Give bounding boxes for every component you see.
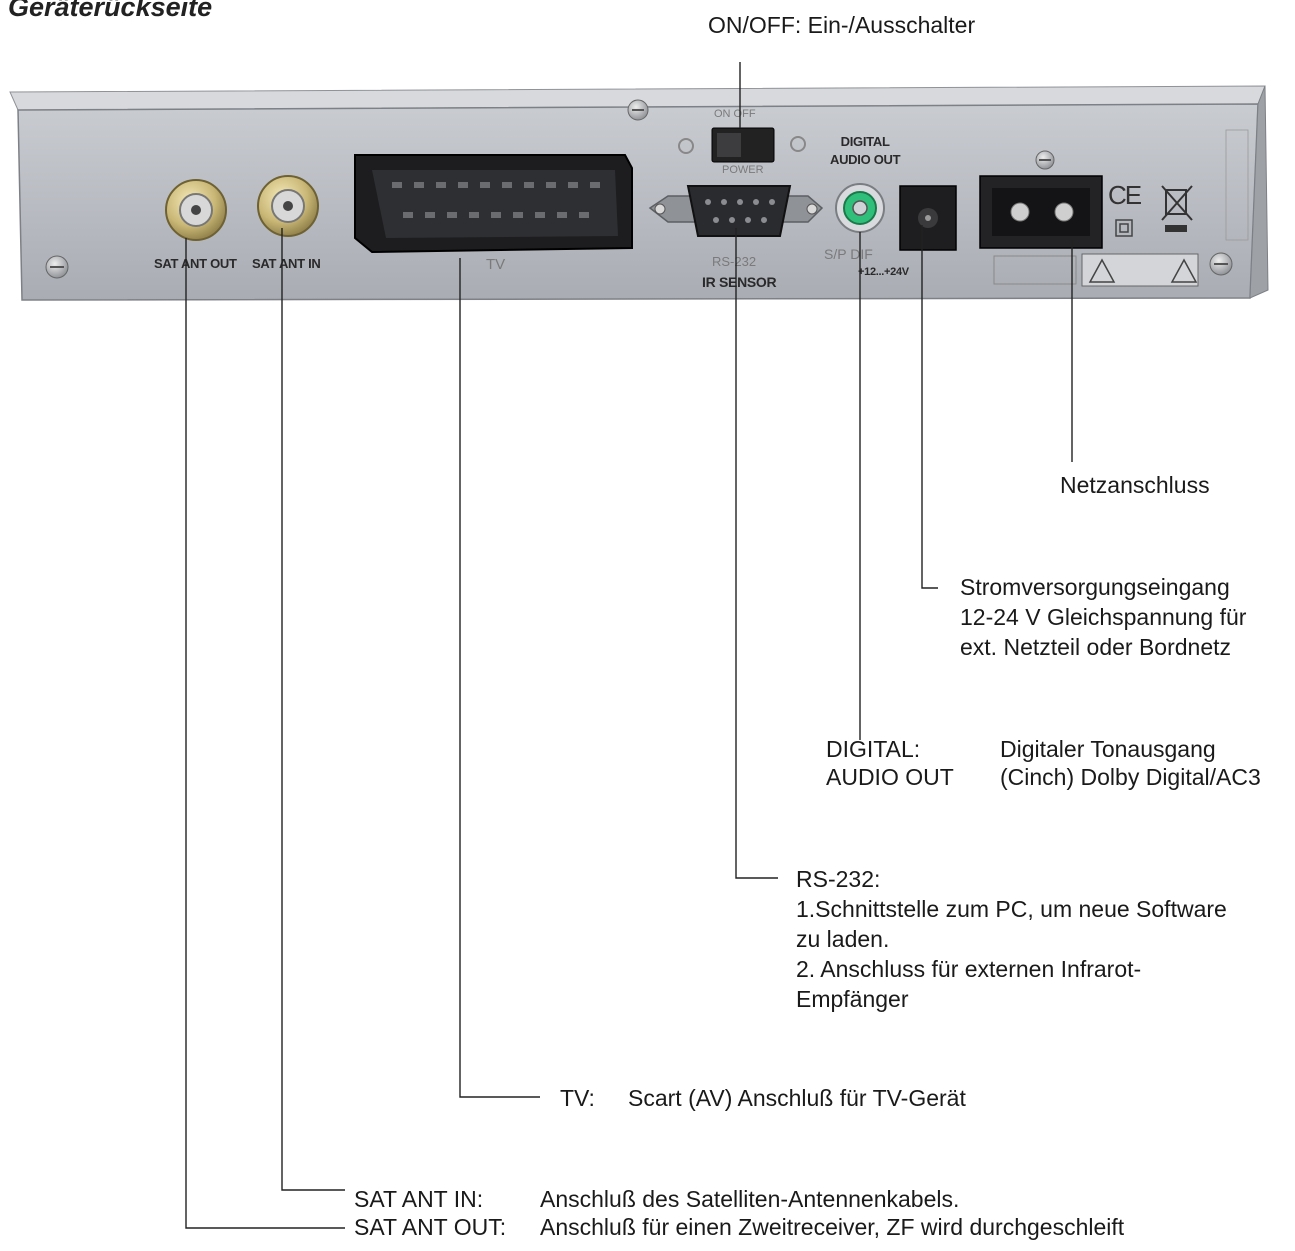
screw-icon — [45, 255, 69, 279]
screw-icon — [1035, 150, 1055, 170]
callout-strom-2: 12-24 V Gleichspannung für — [960, 604, 1247, 630]
screw-icon — [627, 99, 649, 121]
screw-icon — [1209, 252, 1233, 276]
panel-label-ir-sensor: IR SENSOR — [702, 274, 777, 290]
leader-sat-out — [185, 238, 345, 1229]
callout-tv-desc: Scart (AV) Anschluß für TV-Gerät — [628, 1085, 966, 1111]
device-back-panel — [9, 85, 1269, 301]
dc-input-connector-icon — [899, 185, 957, 251]
warning-icon — [1088, 258, 1116, 283]
callout-tv-term: TV: — [560, 1085, 595, 1111]
weee-bin-icon — [1161, 185, 1193, 232]
panel-label-sat-ant-out: SAT ANT OUT — [154, 256, 237, 271]
ce-mark: CE — [1108, 180, 1142, 210]
warning-icon — [1170, 258, 1198, 283]
page-title: Geräterückseite — [8, 0, 213, 22]
callout-digital-desc-1: Digitaler Tonausgang — [1000, 736, 1216, 762]
panel-label-sat-ant-in: SAT ANT IN — [252, 256, 321, 271]
callout-rs232-4: 2. Anschluss für externen Infrarot- — [796, 956, 1142, 982]
leader-rs232 — [735, 228, 778, 879]
ac-inlet-connector-icon — [979, 175, 1103, 249]
callout-digital-term-1: DIGITAL: — [826, 736, 921, 762]
panel-label-tv: TV — [486, 256, 506, 273]
panel-label-on-off: ON OFF — [714, 108, 756, 120]
power-switch-icon — [678, 127, 806, 163]
callout-sat-out-desc: Anschluß für einen Zweitreceiver, ZF wir… — [540, 1214, 1125, 1240]
sat-ant-out-connector-icon — [165, 179, 227, 241]
leader-strom — [921, 225, 938, 589]
panel-label-power: POWER — [722, 164, 764, 176]
callout-on-off: ON/OFF: Ein-/Ausschalter — [708, 12, 976, 38]
callout-rs232-3: zu laden. — [796, 926, 890, 952]
callout-sat-in-term: SAT ANT IN: — [354, 1186, 484, 1212]
callout-sat-out-term: SAT ANT OUT: — [354, 1214, 507, 1240]
sat-ant-in-connector-icon — [257, 175, 319, 237]
callout-netzanschluss: Netzanschluss — [1060, 472, 1210, 498]
leader-sat-in — [281, 228, 345, 1191]
callout-strom-3: ext. Netzteil oder Bordnetz — [960, 634, 1232, 660]
callout-rs232-2: 1.Schnittstelle zum PC, um neue Software — [796, 896, 1227, 922]
callout-rs232-1: RS-232: — [796, 866, 881, 892]
callout-strom-1: Stromversorgungseingang — [960, 574, 1230, 600]
scart-connector-icon — [354, 154, 633, 254]
callout-sat-in-desc: Anschluß des Satelliten-Antennenkabels. — [540, 1186, 960, 1212]
panel-label-dc-in: +12...+24V — [858, 266, 909, 278]
leader-tv — [459, 258, 540, 1098]
callout-rs232-5: Empfänger — [796, 986, 909, 1012]
callout-digital-term-2: AUDIO OUT — [826, 764, 954, 790]
callout-digital-desc-2: (Cinch) Dolby Digital/AC3 — [1000, 764, 1261, 790]
panel-label-digital-audio-out: DIGITAL AUDIO OUT — [830, 134, 901, 167]
panel-label-rs232: RS-232 — [712, 254, 757, 269]
cinch-connector-icon — [835, 183, 885, 233]
double-insulation-icon — [1115, 219, 1133, 237]
rs232-connector-icon — [648, 185, 824, 237]
